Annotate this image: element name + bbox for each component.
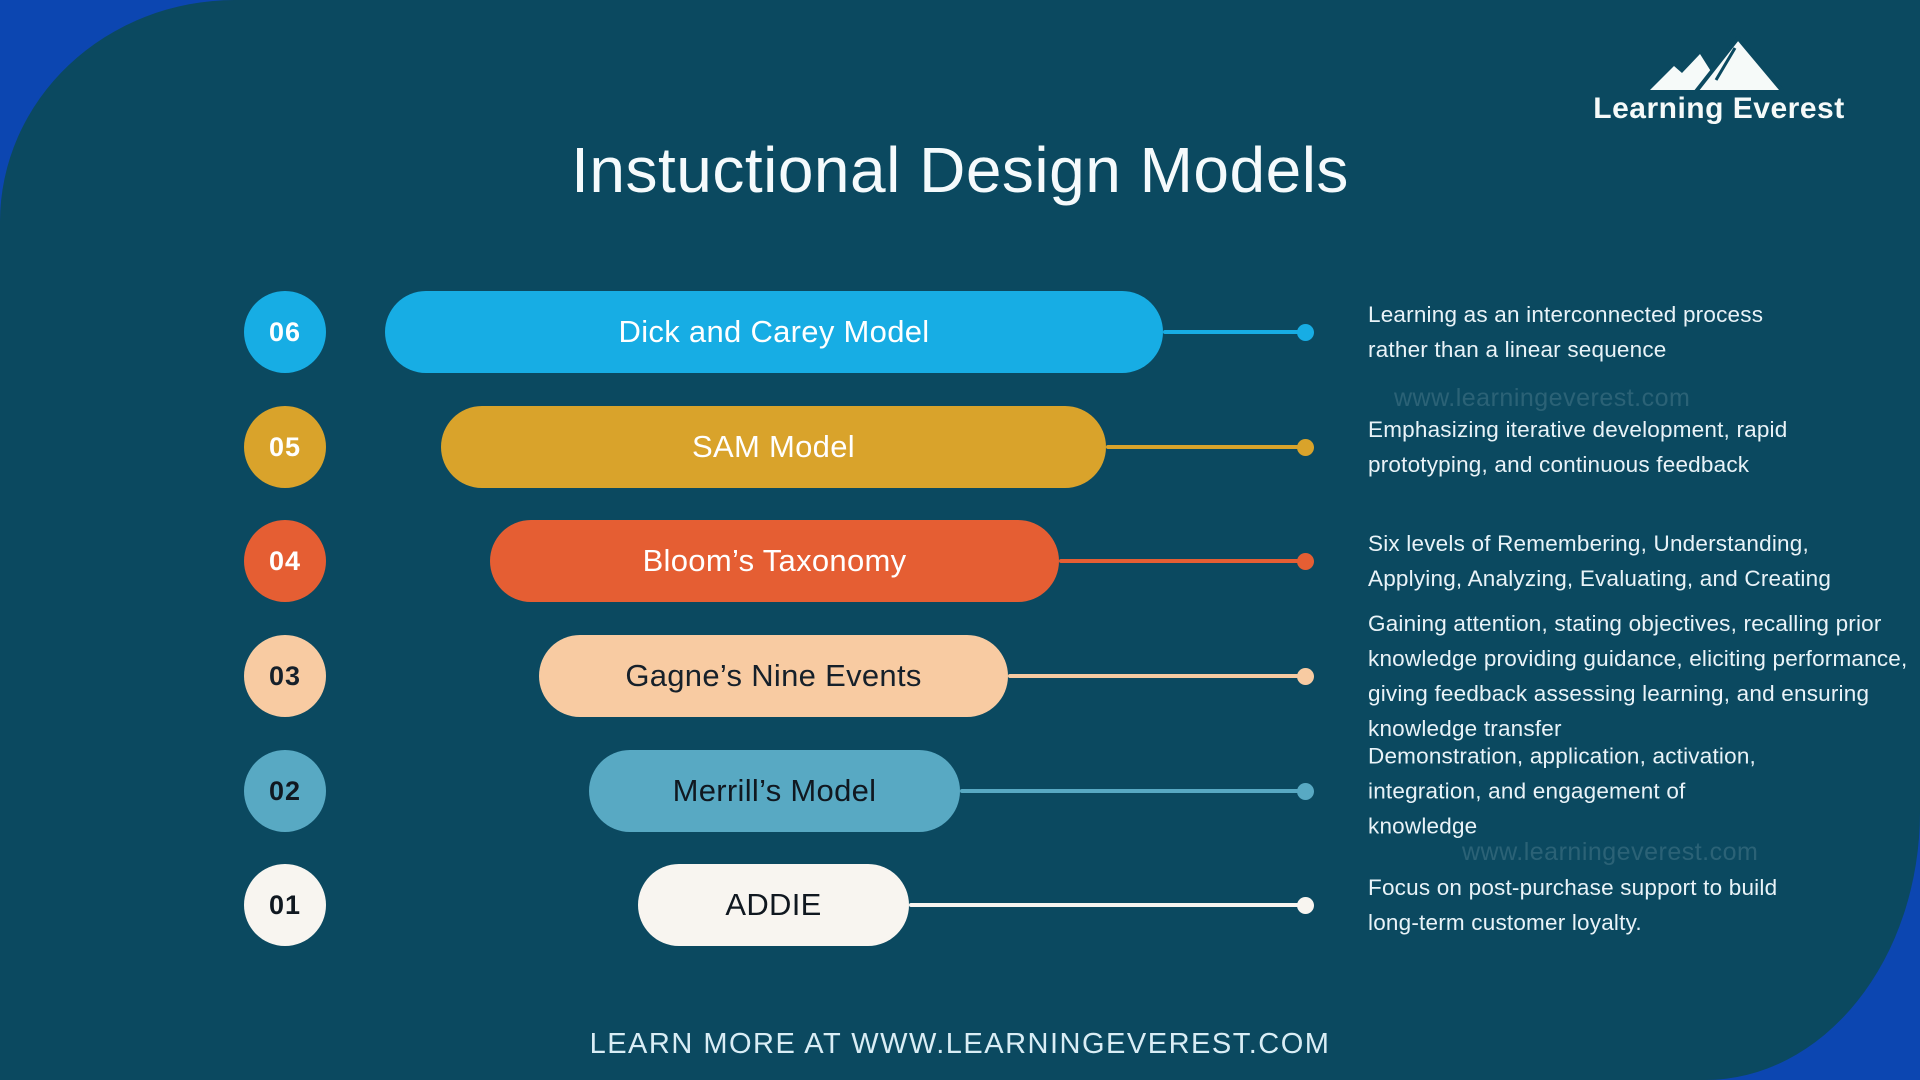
connector-line <box>960 789 1305 793</box>
model-pill: ADDIE <box>638 864 909 946</box>
model-pill: Merrill’s Model <box>589 750 960 832</box>
connector-dot <box>1297 552 1314 570</box>
connector-line <box>1008 674 1305 678</box>
step-description: Six levels of Remembering, Understanding… <box>1368 531 1832 591</box>
model-row-02: 02 Merrill’s Model Demonstration, applic… <box>0 744 1920 839</box>
model-pill: Dick and Carey Model <box>385 291 1163 373</box>
model-pill: Gagne’s Nine Events <box>539 635 1008 717</box>
step-number-badge: 06 <box>244 291 326 373</box>
connector-line <box>909 903 1305 907</box>
step-number-badge: 01 <box>244 864 326 946</box>
step-description: Demonstration, application, activation, … <box>1368 743 1757 839</box>
connector-dot <box>1297 323 1314 341</box>
connector-line <box>1163 330 1305 334</box>
model-pill: Bloom’s Taxonomy <box>490 520 1059 602</box>
connector-dot <box>1297 782 1314 800</box>
step-number-badge: 02 <box>244 750 326 832</box>
model-row-05: 05 SAM Model Emphasizing iterative devel… <box>0 406 1920 488</box>
step-description: Emphasizing iterative development, rapid… <box>1368 417 1788 477</box>
step-number-badge: 05 <box>244 406 326 488</box>
footer-text: LEARN MORE AT WWW.LEARNINGEVEREST.COM <box>589 1028 1331 1060</box>
step-number-badge: 03 <box>244 635 326 717</box>
step-description: Focus on post-purchase support to build … <box>1368 875 1778 935</box>
model-row-04: 04 Bloom’s Taxonomy Six levels of Rememb… <box>0 520 1920 602</box>
connector-dot <box>1297 667 1314 685</box>
mountain-icon <box>1650 36 1785 90</box>
connector-line <box>1059 559 1305 563</box>
model-row-06: 06 Dick and Carey Model Learning as an i… <box>0 291 1920 373</box>
model-pill: SAM Model <box>441 406 1106 488</box>
watermark: www.learningeverest.com <box>1394 384 1691 412</box>
watermark: www.learningeverest.com <box>1462 838 1759 866</box>
brand-logo: Learning Everest <box>1593 36 1845 126</box>
model-row-03: 03 Gagne’s Nine Events Gaining attention… <box>0 611 1920 741</box>
connector-line <box>1106 445 1305 449</box>
connector-dot <box>1297 438 1314 456</box>
step-description: Gaining attention, stating objectives, r… <box>1368 611 1908 741</box>
page-title: Instuctional Design Models <box>571 133 1349 206</box>
brand-name: Learning Everest <box>1593 92 1845 125</box>
step-number-badge: 04 <box>244 520 326 602</box>
model-row-01: 01 ADDIE Focus on post-purchase support … <box>0 864 1920 946</box>
step-description: Learning as an interconnected process ra… <box>1368 302 1764 362</box>
connector-dot <box>1297 896 1314 914</box>
